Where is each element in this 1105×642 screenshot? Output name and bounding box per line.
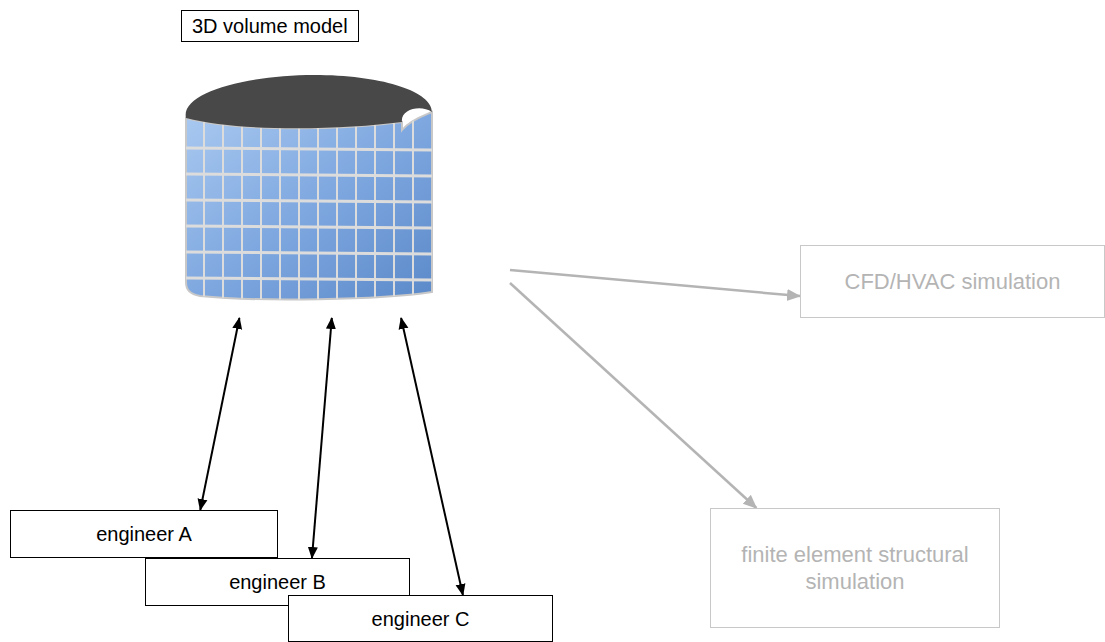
data-flow-arrow xyxy=(510,283,756,508)
simulation-box: finite element structural simulation xyxy=(710,508,1000,628)
facade-grid xyxy=(180,110,440,305)
data-flow-arrow xyxy=(510,270,800,296)
engineer-box: engineer A xyxy=(10,510,278,558)
model-label: 3D volume model xyxy=(181,10,359,42)
box-label: finite element structural simulation xyxy=(725,541,985,596)
box-label: engineer B xyxy=(229,570,326,594)
box-label: engineer C xyxy=(372,607,470,631)
roof xyxy=(186,75,432,128)
access-arrow xyxy=(401,318,463,595)
access-arrow xyxy=(200,318,239,510)
simulation-box: CFD/HVAC simulation xyxy=(800,245,1105,318)
engineer-box: engineer C xyxy=(288,595,553,642)
access-arrow xyxy=(312,318,332,558)
box-label: CFD/HVAC simulation xyxy=(813,268,1093,296)
model-group: 3D volume model xyxy=(180,8,510,318)
box-label: engineer A xyxy=(96,522,192,546)
